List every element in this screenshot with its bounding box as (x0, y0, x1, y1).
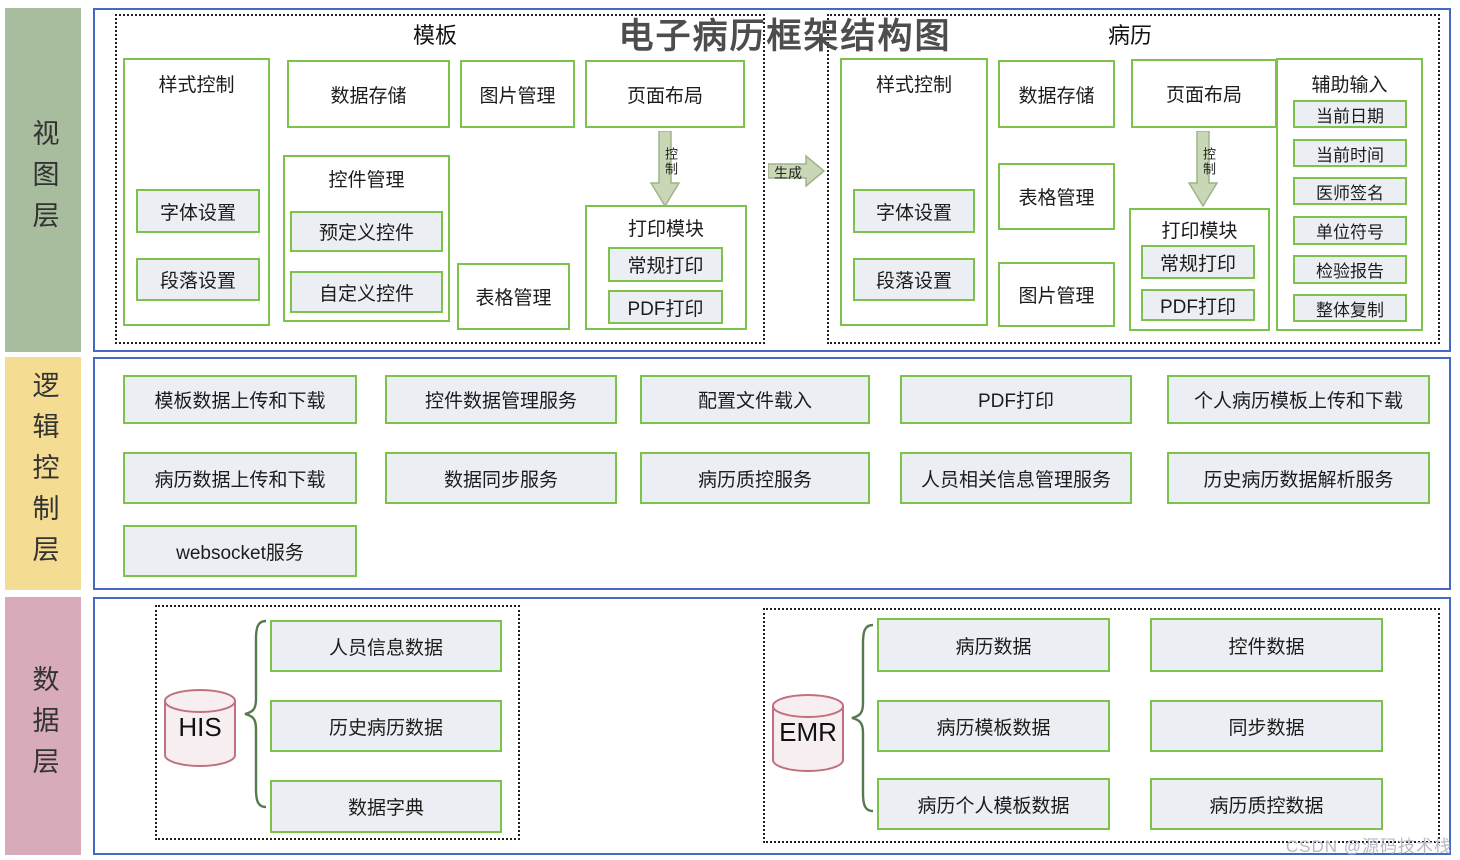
layer-label-view: 视图层 (5, 8, 81, 352)
template-control-arrow-label: 控制 (663, 147, 678, 177)
generate-arrow-label: 生成 (774, 165, 802, 181)
aux-whole-copy-box: 整体复制 (1293, 294, 1407, 322)
aux-physician-signature-box: 医师签名 (1293, 177, 1407, 205)
record-group-header: 病历 (1107, 23, 1152, 48)
record-table-management-box: 表格管理 (998, 163, 1115, 230)
emr-control-data-box: 控件数据 (1150, 618, 1383, 672)
aux-current-date-box: 当前日期 (1293, 100, 1407, 128)
emr-record-data-box: 病历数据 (877, 618, 1110, 672)
layer-label-logic-text: 逻辑控制层 (28, 371, 59, 576)
service-history-record-parse: 历史病历数据解析服务 (1167, 452, 1430, 504)
record-print-module-title: 打印模块 (1161, 221, 1238, 242)
template-page-layout-box: 页面布局 (585, 60, 745, 128)
template-style-control-title: 样式控制 (158, 75, 235, 96)
his-history-record-data-box: 历史病历数据 (270, 700, 502, 752)
csdn-watermark: CSDN @源码技术栈 (1285, 837, 1452, 856)
template-predefined-controls-box: 预定义控件 (290, 211, 443, 252)
record-paragraph-settings-box: 段落设置 (853, 258, 975, 301)
emr-brace (849, 622, 875, 814)
aux-current-time-box: 当前时间 (1293, 139, 1407, 167)
database-cylinder-icon (772, 693, 844, 773)
service-template-data-upload-download: 模板数据上传和下载 (123, 375, 357, 424)
service-personnel-info-management: 人员相关信息管理服务 (900, 452, 1132, 504)
emr-personal-template-data-box: 病历个人模板数据 (877, 778, 1110, 830)
down-arrow-icon (649, 130, 681, 208)
curly-brace-icon (851, 623, 874, 813)
generate-arrow: 生成 (767, 154, 826, 188)
database-cylinder-icon (164, 688, 236, 768)
his-data-dictionary-box: 数据字典 (270, 780, 502, 833)
curly-brace-icon (244, 619, 267, 809)
emr-sync-data-box: 同步数据 (1150, 700, 1383, 752)
aux-unit-symbol-box: 单位符号 (1293, 216, 1407, 245)
service-websocket: websocket服务 (123, 525, 357, 577)
template-control-arrow: 控制 (649, 130, 681, 208)
template-image-management-box: 图片管理 (460, 60, 575, 128)
record-page-layout-box: 页面布局 (1131, 59, 1277, 128)
template-paragraph-settings-box: 段落设置 (136, 258, 260, 301)
service-record-qc: 病历质控服务 (640, 452, 870, 504)
record-control-arrow: 控制 (1187, 130, 1219, 208)
record-style-control-title: 样式控制 (875, 75, 952, 96)
emr-record-qc-data-box: 病历质控数据 (1150, 778, 1383, 830)
service-control-data-management: 控件数据管理服务 (385, 375, 617, 424)
template-control-management-title: 控件管理 (328, 170, 405, 191)
service-personal-record-template-upload-download: 个人病历模板上传和下载 (1167, 375, 1430, 424)
template-print-module-title: 打印模块 (627, 219, 704, 240)
record-data-storage-box: 数据存储 (998, 60, 1115, 128)
emr-database-label: EMR (779, 717, 837, 747)
template-data-storage-box: 数据存储 (287, 60, 450, 128)
layer-label-view-text: 视图层 (28, 118, 59, 242)
template-group-header: 模板 (412, 23, 457, 48)
record-image-management-box: 图片管理 (998, 262, 1115, 327)
record-regular-print-box: 常规打印 (1141, 245, 1255, 279)
his-database: HIS (163, 688, 237, 768)
service-data-sync: 数据同步服务 (385, 452, 617, 504)
template-font-settings-box: 字体设置 (136, 189, 260, 233)
service-config-file-load: 配置文件载入 (640, 375, 870, 424)
record-aux-input-title: 辅助输入 (1311, 75, 1388, 96)
template-custom-controls-box: 自定义控件 (290, 271, 443, 313)
template-regular-print-box: 常规打印 (608, 247, 723, 282)
service-pdf-print: PDF打印 (900, 375, 1132, 424)
record-pdf-print-box: PDF打印 (1141, 289, 1255, 321)
page-title: 电子病历框架结构图 (618, 17, 952, 56)
emr-record-template-data-box: 病历模板数据 (877, 700, 1110, 752)
his-personnel-info-data-box: 人员信息数据 (270, 620, 502, 672)
service-record-data-upload-download: 病历数据上传和下载 (123, 452, 357, 504)
layer-label-data: 数据层 (5, 597, 81, 855)
template-pdf-print-box: PDF打印 (608, 290, 723, 324)
his-brace (242, 618, 268, 810)
record-font-settings-box: 字体设置 (853, 189, 975, 233)
emr-database: EMR (770, 693, 846, 773)
layer-label-logic: 逻辑控制层 (5, 357, 81, 590)
right-arrow-icon (767, 154, 826, 188)
template-table-management-box: 表格管理 (457, 263, 570, 330)
his-database-label: HIS (178, 712, 222, 742)
down-arrow-icon (1187, 130, 1219, 208)
aux-test-report-box: 检验报告 (1293, 255, 1407, 284)
layer-label-data-text: 数据层 (28, 664, 59, 788)
record-control-arrow-label: 控制 (1201, 147, 1216, 177)
